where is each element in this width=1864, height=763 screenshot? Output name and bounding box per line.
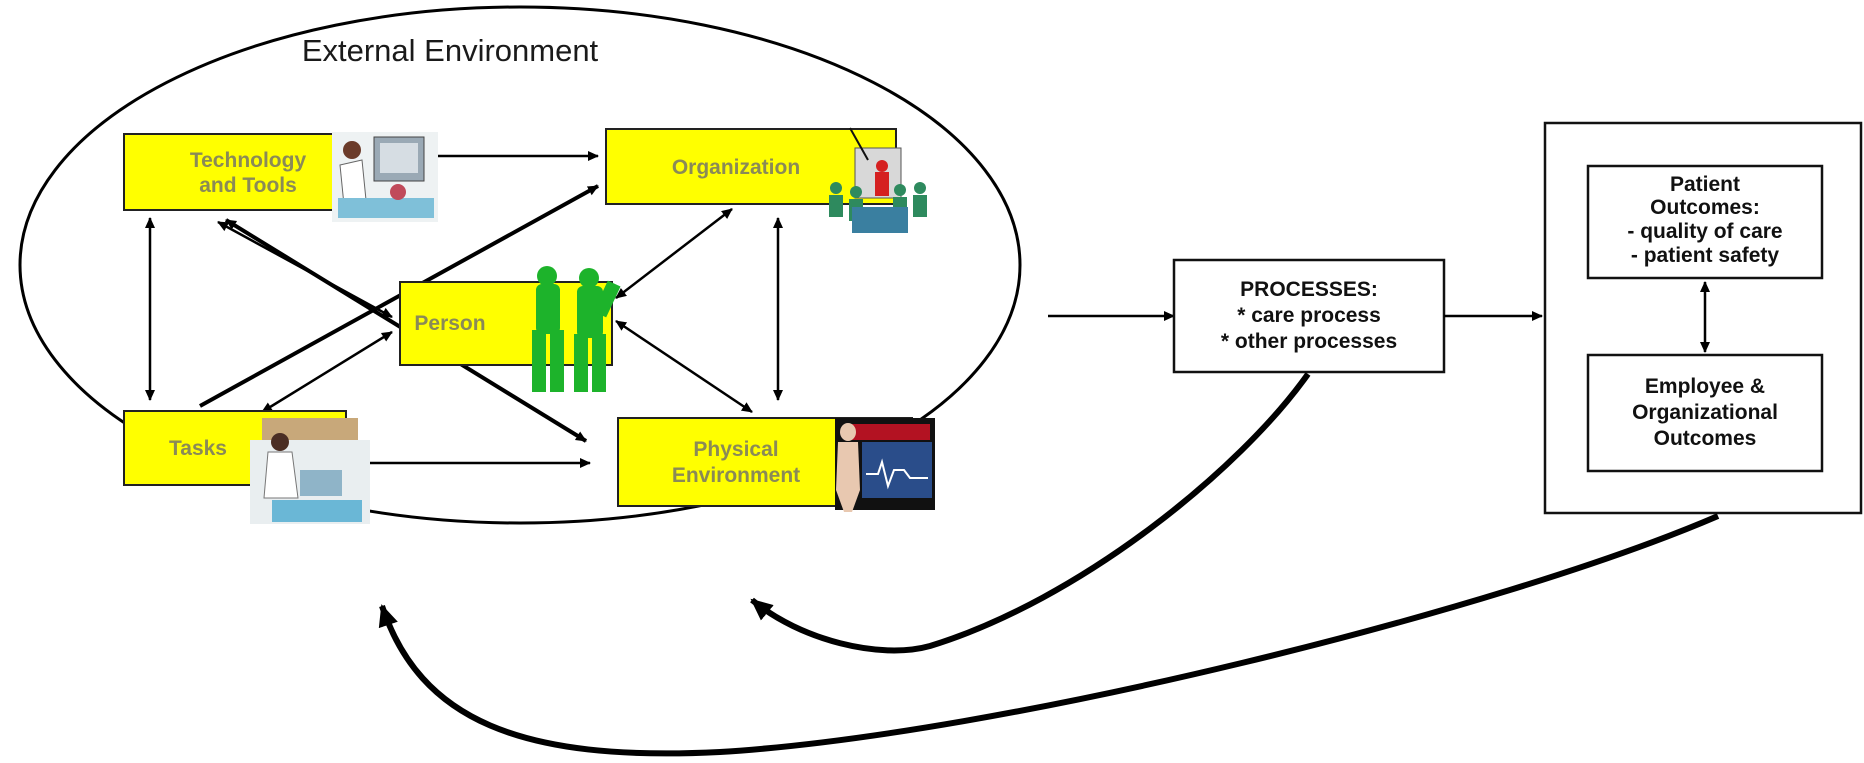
- tasks-person-arrow: [261, 330, 393, 414]
- processes-line-other: * other processes: [1221, 330, 1397, 353]
- surgeons-clipart: [532, 266, 621, 392]
- nurse-patient-clipart: [250, 418, 370, 524]
- processes-box: PROCESSES: * care process * other proces…: [1172, 258, 1446, 374]
- patient-outcomes-box: Patient Outcomes: - quality of care - pa…: [1586, 164, 1824, 280]
- patient-outcomes-line2: Outcomes:: [1650, 196, 1760, 219]
- physical-label-line1: Physical: [693, 438, 778, 461]
- physical-label-line2: Environment: [672, 464, 800, 487]
- person-box: Person: [399, 281, 613, 366]
- outcomes-feedback-loop: [378, 513, 1720, 757]
- patient-outcomes-line3: - quality of care: [1627, 220, 1782, 243]
- outcomes-container: Patient Outcomes: - quality of care - pa…: [1543, 121, 1863, 515]
- processes-feedback-loop: [750, 372, 1311, 654]
- presentation-meeting-clipart: [829, 127, 927, 233]
- tasks-label: Tasks: [169, 437, 227, 460]
- external-environment-ellipse: [18, 5, 1022, 525]
- person-label: Person: [414, 312, 485, 335]
- employee-outcomes-line1: Employee &: [1645, 375, 1765, 398]
- organization-label: Organization: [672, 156, 800, 179]
- external-environment-title: External Environment: [302, 33, 599, 68]
- employee-outcomes-box: Employee & Organizational Outcomes: [1586, 353, 1824, 473]
- patient-outcomes-line1: Patient: [1670, 173, 1740, 196]
- processes-line-care: * care process: [1237, 304, 1381, 327]
- technology-label-line1: Technology: [190, 149, 307, 172]
- body-monitor-clipart: [835, 418, 935, 512]
- employee-outcomes-shape: [1586, 353, 1824, 473]
- employee-outcomes-line2: Organizational: [1632, 401, 1778, 424]
- technology-label-line2: and Tools: [199, 174, 297, 197]
- patient-outcomes-shape: [1586, 164, 1824, 280]
- processes-title: PROCESSES:: [1240, 278, 1378, 301]
- patient-outcomes-line4: - patient safety: [1631, 244, 1780, 267]
- employee-outcomes-line3: Outcomes: [1654, 427, 1757, 450]
- monitoring-equipment-clipart: [332, 132, 438, 222]
- processes-box-shape: [1172, 258, 1446, 374]
- organization-box: Organization: [605, 128, 897, 205]
- person-box-shape: [399, 281, 613, 366]
- person-physical-arrow: [615, 319, 753, 414]
- organization-box-shape: [605, 128, 897, 205]
- org-person-arrow: [615, 208, 733, 299]
